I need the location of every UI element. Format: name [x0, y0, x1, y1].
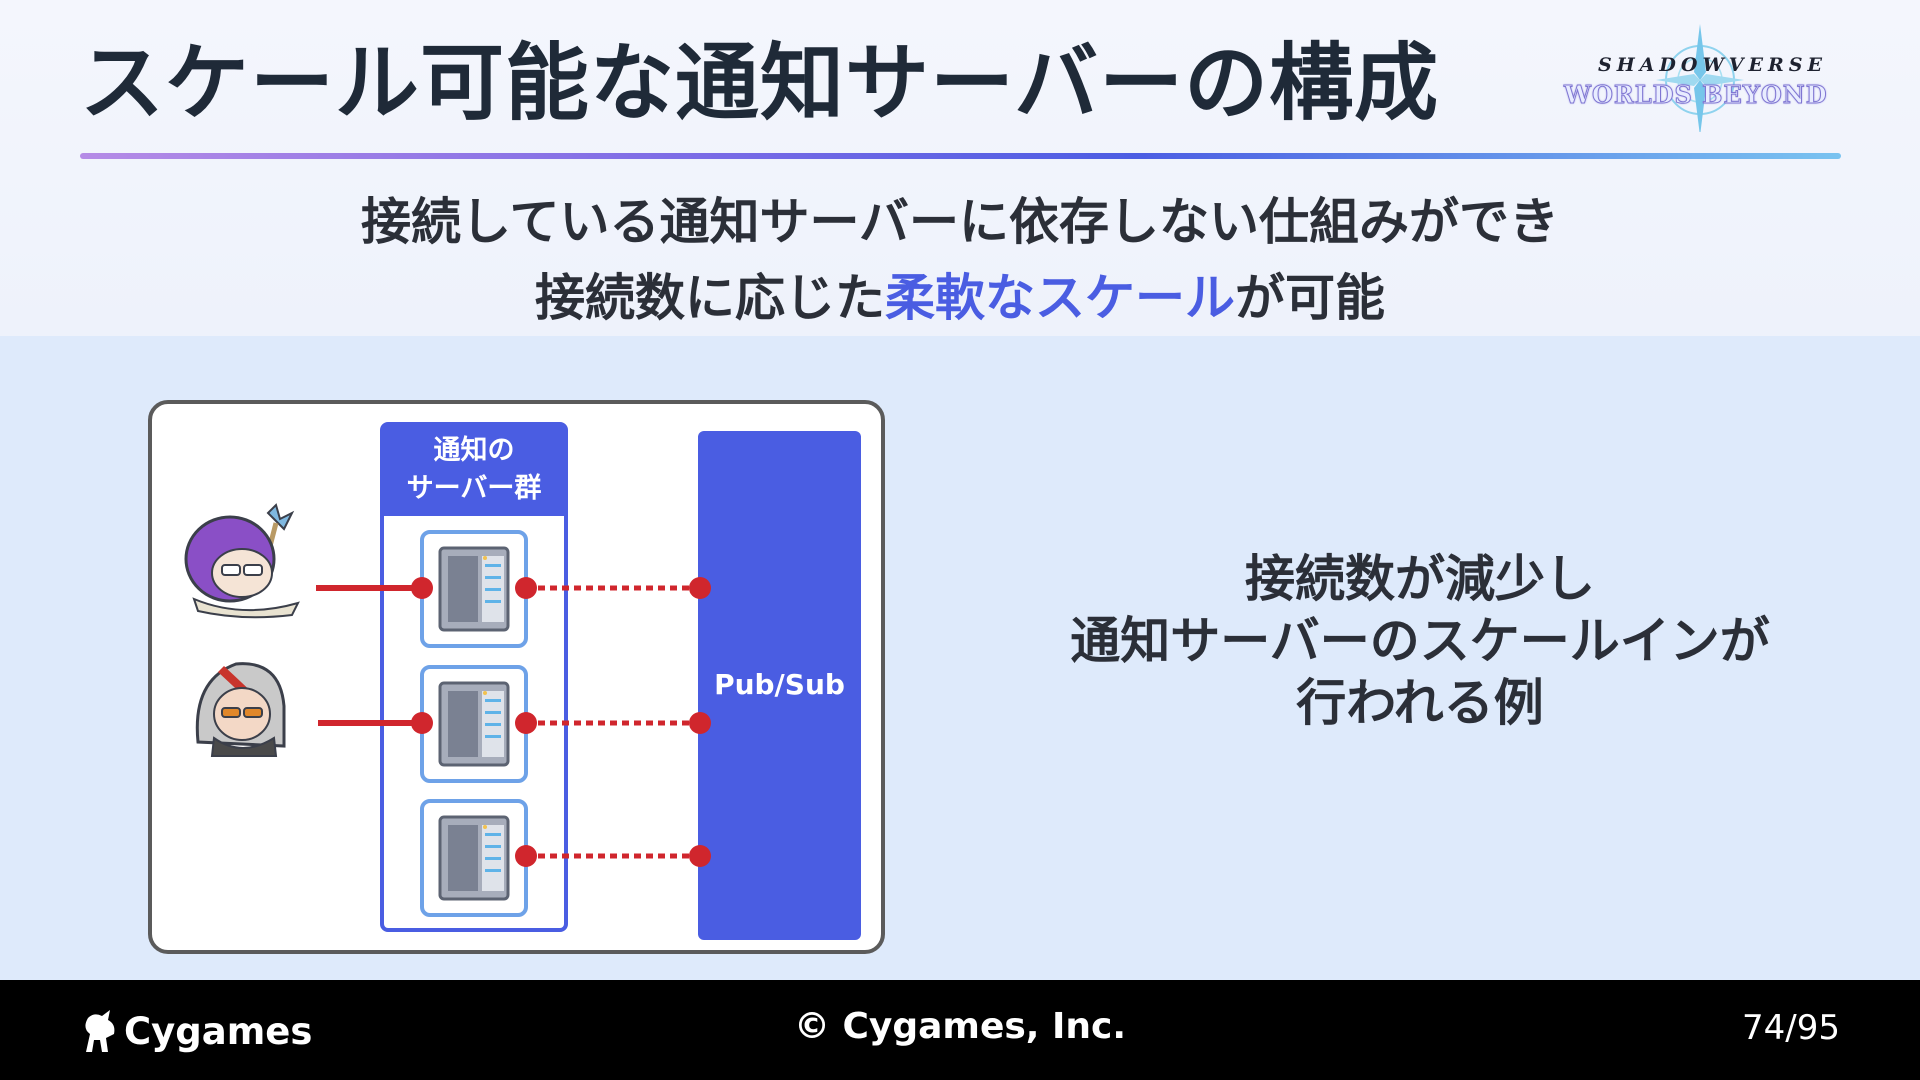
- title-underline: [80, 153, 1841, 159]
- pegasus-icon: [85, 1010, 115, 1052]
- server-1-out-dot: [515, 577, 537, 599]
- server-2-out-dot: [515, 712, 537, 734]
- slide-title: スケール可能な通知サーバーの構成: [80, 34, 1440, 132]
- client-avatar-2: [195, 662, 286, 757]
- server-icon: [438, 546, 510, 632]
- server-group-label-line-2: サーバー群: [406, 473, 542, 504]
- server-icon: [438, 681, 510, 767]
- crest-icon: [1656, 24, 1744, 132]
- subtitle-line-2: 接続数に応じた柔軟なスケールが可能: [0, 258, 1920, 330]
- pubsub-label: Pub/Sub: [714, 668, 845, 701]
- pubsub-box: Pub/Sub: [698, 431, 861, 940]
- server-group-label-line-1: 通知の: [433, 435, 515, 466]
- footer-bar: Cygames © Cygames, Inc. 74/95: [0, 980, 1920, 1080]
- subtitle-highlight: 柔軟なスケール: [885, 269, 1235, 327]
- diagram-caption: 接続数が減少し 通知サーバーのスケールインが 行われる例: [1020, 548, 1820, 734]
- logo-line-top: SHADOWVERSE: [1598, 54, 1827, 76]
- brand-logo: Cygames: [78, 1004, 312, 1058]
- caption-line-2: 通知サーバーのスケールインが: [1070, 612, 1770, 670]
- brand-name: Cygames: [124, 1009, 313, 1053]
- client-avatar-1: [184, 503, 300, 619]
- notification-server-2: [420, 665, 528, 783]
- caption-line-3: 行われる例: [1296, 674, 1544, 732]
- server-3-out-dot: [515, 845, 537, 867]
- server-icon: [438, 815, 510, 901]
- logo-line-bottom: WORLDS BEYOND: [1564, 80, 1828, 110]
- notification-server-3: [420, 799, 528, 917]
- header-area: [0, 0, 1920, 336]
- client-link-1-dot: [411, 577, 433, 599]
- pubsub-in-dot-2: [689, 712, 711, 734]
- pubsub-in-dot-1: [689, 577, 711, 599]
- page-number: 74/95: [1742, 1008, 1840, 1048]
- subtitle-line-1: 接続している通知サーバーに依存しない仕組みができ: [361, 193, 1559, 251]
- client-link-2-dot: [411, 712, 433, 734]
- server-group-header: 通知の サーバー群: [384, 426, 564, 516]
- caption-line-1: 接続数が減少し: [1245, 550, 1595, 608]
- game-logo: SHADOWVERSE WORLDS BEYOND: [1548, 22, 1848, 132]
- pubsub-in-dot-3: [689, 845, 711, 867]
- notification-server-1: [420, 530, 528, 648]
- subtitle-text-before: 接続数に応じた: [535, 269, 885, 327]
- subtitle-text-after: が可能: [1235, 269, 1385, 327]
- copyright-text: © Cygames, Inc.: [793, 1006, 1127, 1047]
